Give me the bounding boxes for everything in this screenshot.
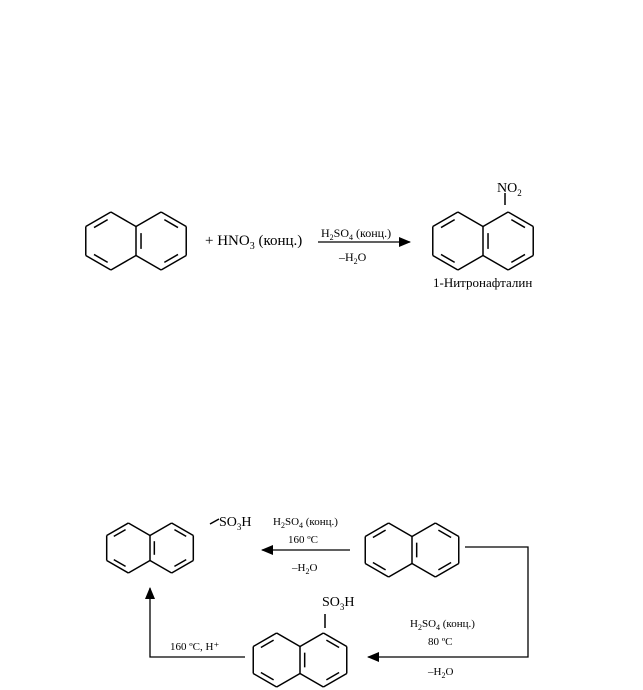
ring-bond (435, 522, 460, 538)
ring-double-bond (174, 558, 187, 568)
naphthalene-1-sulfonic-acid (252, 632, 348, 688)
ring-double-bond (93, 219, 109, 229)
ring-double-bond (440, 219, 456, 229)
ring-bond (171, 559, 194, 574)
ring-bond (106, 559, 129, 574)
ring-bond (299, 632, 324, 648)
ring-bond (388, 562, 413, 578)
ring-bond (85, 211, 112, 228)
ring-bond (160, 254, 187, 271)
ring-bond (482, 254, 509, 271)
ring-bond (106, 522, 129, 537)
left-condition: 160 ºC, H⁺ (170, 641, 219, 653)
ring-bond (323, 632, 348, 648)
naphthalene-2-sulfonic-acid (105, 522, 195, 574)
upper-sulfo-bond (209, 518, 220, 525)
ring-bond (323, 672, 348, 688)
ring-bond (507, 211, 534, 228)
ring-bond (149, 522, 173, 537)
ring-bond (276, 672, 301, 688)
ring-double-bond (93, 253, 109, 263)
ring-bond (432, 254, 459, 271)
reaction1-byproduct: –H2O (338, 250, 367, 266)
lower-sulfo-group-label: SO3H (322, 595, 355, 612)
ring-double-bond (510, 219, 526, 229)
ring-double-bond (438, 561, 452, 571)
naphthalene-reactant (85, 211, 187, 271)
ring-bond (432, 211, 459, 228)
right-bracket-arrow (367, 546, 529, 662)
ring-double-bond (438, 529, 452, 539)
ring-double-bond (372, 529, 386, 539)
right-byproduct: –H2O (427, 666, 453, 680)
ring-bond (457, 254, 484, 271)
ring-bond (252, 632, 277, 648)
ring-bond (482, 211, 509, 228)
ring-bond (299, 672, 324, 688)
ring-bond (171, 522, 194, 537)
ring-bond (388, 522, 413, 538)
ring-double-bond (510, 253, 526, 263)
ring-double-bond (163, 219, 179, 229)
ring-double-bond (260, 639, 274, 649)
ring-bond (364, 522, 389, 538)
ring-bond (135, 211, 162, 228)
ring-bond (160, 211, 187, 228)
ring-double-bond (163, 253, 179, 263)
ring-bond (252, 672, 277, 688)
ring-bond (276, 632, 301, 648)
ring-double-bond (440, 253, 456, 263)
nitronaphthalene-product (432, 211, 534, 271)
naphthalene-start (364, 522, 460, 578)
upper-sulfo-group-label: SO3H (219, 515, 252, 532)
ring-bond (127, 559, 151, 574)
ring-bond (364, 562, 389, 578)
left-isomerization-arrow (145, 587, 245, 658)
upper-catalyst: H2SO4 (конц.) (273, 516, 338, 530)
right-catalyst: H2SO4 (конц.) (410, 618, 475, 632)
ring-double-bond (326, 639, 340, 649)
ring-bond (110, 254, 137, 271)
ring-bond (507, 254, 534, 271)
ring-double-bond (113, 558, 126, 568)
nitric-acid-reagent: + HNO3 (конц.) (205, 233, 302, 252)
upper-temperature: 160 ºC (288, 534, 318, 546)
product-name-label: 1-Нитронафталин (433, 275, 532, 290)
ring-bond (135, 254, 162, 271)
nitro-group-label: NO2 (497, 181, 522, 198)
ring-double-bond (113, 528, 126, 538)
ring-bond (85, 254, 112, 271)
ring-bond (457, 211, 484, 228)
ring-bond (110, 211, 137, 228)
ring-bond (411, 522, 436, 538)
reaction1-catalyst: H2SO4 (конц.) (321, 226, 391, 242)
ring-double-bond (174, 528, 187, 538)
ring-bond (411, 562, 436, 578)
ring-double-bond (260, 671, 274, 681)
ring-double-bond (372, 561, 386, 571)
right-temperature: 80 ºC (428, 636, 453, 648)
ring-bond (149, 559, 173, 574)
ring-bond (127, 522, 151, 537)
ring-double-bond (326, 671, 340, 681)
ring-bond (435, 562, 460, 578)
upper-byproduct: –H2O (291, 562, 317, 576)
